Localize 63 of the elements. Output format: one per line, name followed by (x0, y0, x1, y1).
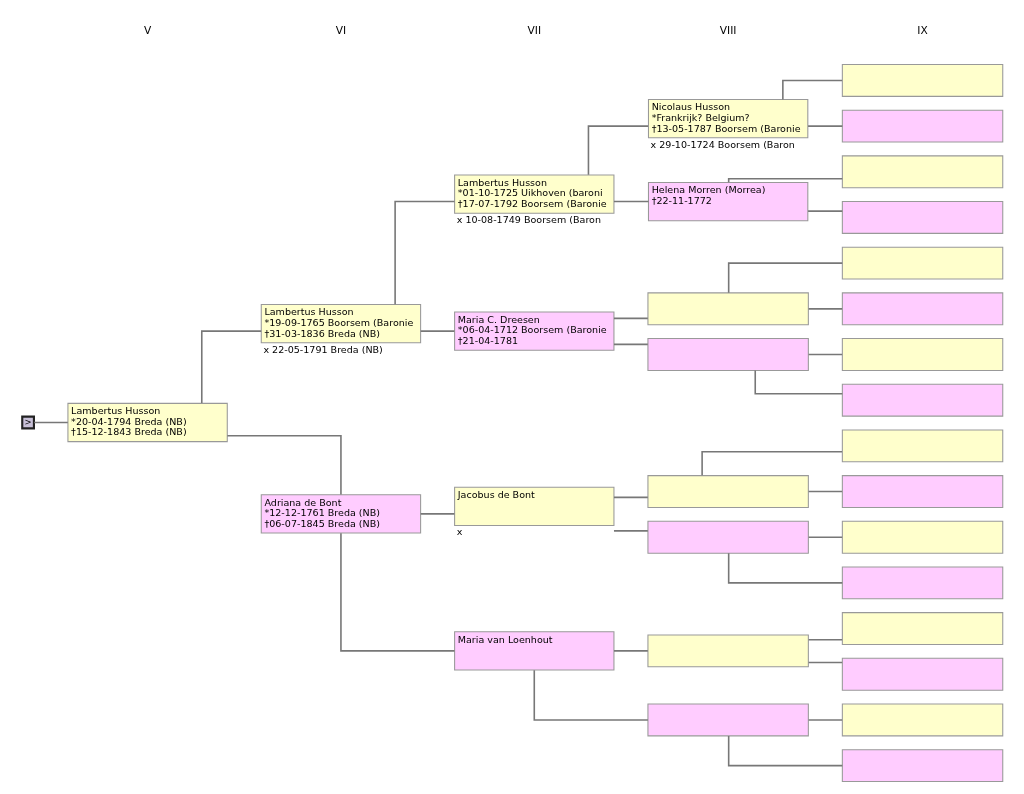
label: V (143, 24, 151, 38)
node-box (646, 292, 809, 326)
node-box (646, 338, 809, 371)
label: VII (527, 24, 541, 38)
connector (727, 262, 843, 294)
node-box (841, 383, 1003, 417)
connector (612, 343, 649, 346)
connector (807, 719, 843, 721)
connector (727, 177, 843, 184)
connector (339, 532, 455, 652)
connector (533, 669, 649, 721)
node-box (841, 749, 1003, 783)
node-box (841, 657, 1003, 691)
label: VIII (719, 24, 736, 38)
connector (807, 638, 843, 641)
connector (700, 450, 843, 477)
connector (32, 421, 69, 424)
node-box (841, 612, 1003, 646)
node-box: > (20, 415, 35, 430)
connector (727, 552, 843, 584)
node-box (646, 520, 809, 554)
node-box (841, 475, 1003, 508)
node-box (841, 201, 1003, 234)
connector (807, 308, 843, 310)
node-box (841, 520, 1003, 554)
connector (753, 369, 843, 395)
connector (807, 353, 843, 356)
connector (612, 200, 649, 203)
label: VI (335, 24, 346, 38)
connector (419, 513, 455, 515)
node-box (841, 703, 1003, 737)
node-box (646, 634, 809, 668)
connector (612, 317, 649, 320)
node-label: x 22-05-1791 Breda (NB) (262, 343, 383, 355)
connector (807, 490, 843, 493)
connector (806, 125, 843, 127)
connector (807, 661, 843, 664)
connector (806, 210, 843, 212)
node-label: x (456, 526, 462, 538)
node-label: x 10-08-1749 Boorsem (Baron (456, 214, 601, 225)
node-box (841, 109, 1003, 143)
node-box (841, 155, 1003, 189)
label: IX (916, 24, 928, 38)
connector (419, 330, 455, 332)
connector (612, 650, 649, 652)
connector (200, 330, 262, 404)
connector (727, 735, 843, 767)
node-box (841, 246, 1003, 280)
connector (612, 530, 649, 532)
node-box (646, 475, 809, 508)
connector (226, 434, 342, 496)
connector (587, 125, 649, 176)
node-box (841, 429, 1003, 463)
node-box (841, 63, 1003, 97)
node-box (841, 566, 1003, 600)
connector (612, 496, 649, 499)
node-box (646, 703, 809, 737)
connector (807, 536, 843, 538)
node-box (841, 292, 1003, 326)
node-box (841, 338, 1003, 371)
node-label: x 29-10-1724 Boorsem (Baron (650, 138, 795, 150)
connector (781, 79, 843, 101)
connector (393, 200, 455, 306)
